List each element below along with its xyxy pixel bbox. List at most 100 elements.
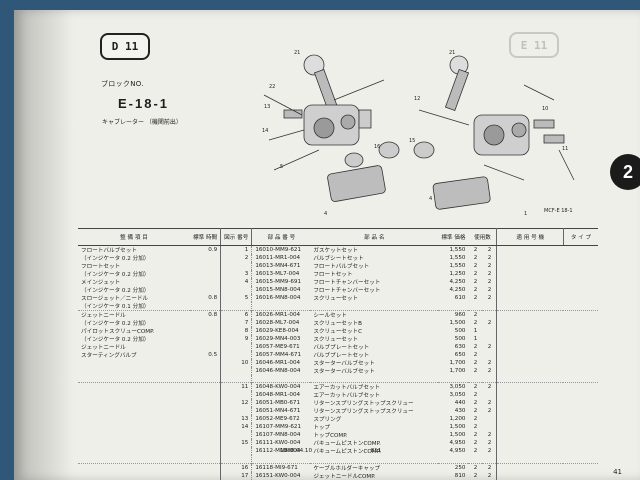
block-number: E-18-1 bbox=[118, 96, 170, 111]
qty1-cell: 2 bbox=[473, 368, 478, 374]
qty1-cell: 2 bbox=[473, 432, 478, 439]
svg-text:15: 15 bbox=[409, 138, 415, 144]
qty2-cell bbox=[482, 327, 498, 335]
part-number-cell: 16048-MR1-004 bbox=[255, 392, 301, 399]
price-cell: 1,550 bbox=[449, 247, 466, 253]
applicable-cell bbox=[497, 447, 564, 455]
qty1-cell bbox=[468, 455, 482, 463]
hours-cell bbox=[190, 399, 222, 408]
part-name-cell: バキュームピストンCOMP. bbox=[313, 449, 381, 456]
work-cell: フロートバルブセット bbox=[81, 248, 137, 254]
work-cell bbox=[78, 462, 190, 472]
work-cell bbox=[78, 431, 190, 439]
work-cell bbox=[78, 382, 190, 392]
part-number-cell: 16028-ML7-004 bbox=[255, 320, 300, 326]
part-number-cell: 16016-MN8-004 bbox=[255, 295, 301, 301]
qty2-cell: 2 bbox=[482, 319, 498, 327]
ref-cell: 15 bbox=[220, 439, 253, 448]
part-number-cell: 16048-KW0-004 bbox=[251, 382, 311, 392]
block-name: キャブレーター （機関前出） bbox=[102, 119, 182, 126]
qty1-cell: 2 bbox=[473, 440, 478, 447]
part-number-cell bbox=[252, 302, 311, 311]
ref-cell bbox=[220, 447, 253, 456]
hours-cell bbox=[190, 319, 222, 327]
work-cell bbox=[78, 415, 190, 423]
part-number-cell bbox=[252, 455, 311, 463]
part-number-cell: 16046-MN8-004 bbox=[255, 368, 301, 374]
svg-text:21: 21 bbox=[294, 50, 300, 56]
applicable-cell bbox=[497, 343, 564, 351]
part-number-cell: 16011-MR1-004 bbox=[255, 255, 301, 261]
type-cell bbox=[563, 447, 598, 455]
hours-cell bbox=[190, 455, 222, 464]
work-cell bbox=[78, 423, 190, 431]
type-cell bbox=[563, 391, 598, 399]
qty2-cell: 2 bbox=[482, 382, 498, 392]
work-cell bbox=[78, 472, 190, 480]
qty1-cell: 2 bbox=[473, 287, 478, 293]
hours-cell bbox=[190, 327, 222, 335]
qty2-cell: 2 bbox=[482, 270, 498, 278]
type-cell bbox=[563, 335, 598, 343]
applicable-cell bbox=[496, 382, 564, 392]
qty1-cell bbox=[468, 302, 482, 311]
price-cell: 430 bbox=[454, 408, 466, 415]
qty2-cell: 2 bbox=[482, 245, 498, 254]
applicable-cell bbox=[497, 254, 564, 262]
applicable-cell bbox=[497, 302, 564, 311]
price-cell: 500 bbox=[454, 336, 466, 342]
ref-cell: 1 bbox=[220, 245, 253, 254]
hours-cell: 0.5 bbox=[190, 351, 222, 359]
svg-text:16: 16 bbox=[374, 144, 380, 150]
svg-text:11: 11 bbox=[562, 146, 568, 152]
price-cell: 1,700 bbox=[449, 368, 466, 374]
qty1-cell: 2 bbox=[473, 408, 478, 415]
qty1-cell: 2 bbox=[473, 263, 478, 269]
hours-cell bbox=[190, 367, 222, 375]
qty2-cell bbox=[482, 375, 498, 383]
work-cell bbox=[78, 391, 190, 399]
ref-cell: 3 bbox=[220, 270, 253, 278]
part-number-cell bbox=[252, 375, 311, 383]
qty1-cell: 2 bbox=[473, 360, 478, 366]
part-name-cell: フロートチャンバーセット bbox=[313, 288, 381, 294]
part-number-cell: 16010-MM9-621 bbox=[255, 247, 302, 253]
work-cell: パイロットスクリューCOMP. bbox=[81, 329, 155, 335]
work-cell: フロートセット bbox=[81, 264, 121, 270]
price-cell: 4,250 bbox=[449, 287, 466, 293]
part-name-cell: フロートチャンバーセット bbox=[313, 280, 381, 286]
price-cell: 1,200 bbox=[449, 416, 466, 423]
type-cell bbox=[563, 407, 598, 415]
applicable-cell bbox=[497, 262, 564, 270]
part-number-cell: 16015-MN8-004 bbox=[255, 287, 301, 293]
part-number-cell: 16057-MM4-671 bbox=[255, 352, 302, 358]
footer-date: 1988.04.10 811 bbox=[280, 448, 381, 454]
work-cell: スターティングバルブ bbox=[81, 353, 137, 359]
hours-cell bbox=[190, 270, 222, 278]
svg-text:10: 10 bbox=[542, 106, 548, 112]
type-cell bbox=[563, 310, 598, 319]
hours-cell bbox=[190, 335, 222, 343]
part-name-cell: ジェットニードルCOMP. bbox=[313, 473, 376, 480]
part-name-cell: フロートセット bbox=[313, 272, 353, 278]
qty2-cell: 2 bbox=[482, 367, 498, 375]
ref-cell bbox=[220, 375, 253, 383]
part-number-cell: 16112-MN8-004 bbox=[255, 448, 301, 455]
qty1-cell: 1 bbox=[473, 328, 478, 334]
work-cell: スロージェット／ニードル bbox=[81, 296, 149, 302]
price-cell: 1,500 bbox=[449, 320, 466, 326]
qty1-cell: 1 bbox=[473, 336, 478, 342]
price-cell: 960 bbox=[438, 310, 469, 319]
qty2-cell bbox=[482, 351, 498, 359]
price-cell: 1,250 bbox=[449, 271, 466, 277]
type-cell bbox=[563, 351, 598, 359]
ref-cell: 7 bbox=[220, 319, 253, 327]
